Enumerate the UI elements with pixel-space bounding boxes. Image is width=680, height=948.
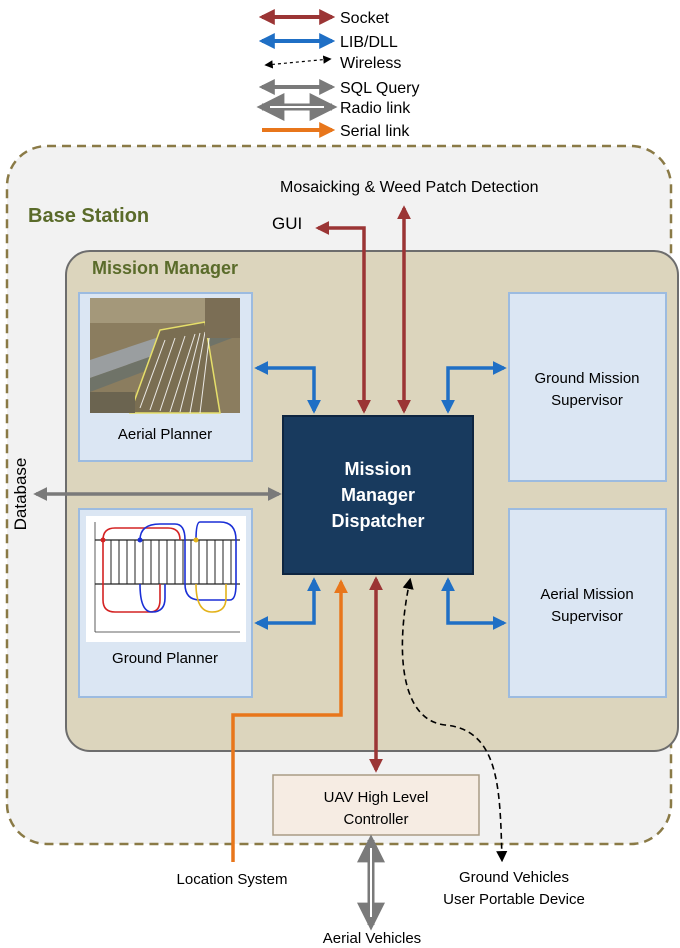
ground-planner-panel[interactable]: Ground Planner <box>78 508 253 698</box>
ground-planner-lib-arrow <box>254 577 321 630</box>
aerial-photo-image <box>90 298 240 414</box>
legend-serial-label: Serial link <box>340 123 410 140</box>
aerial-planner-lib-arrow <box>254 361 321 414</box>
aerial-mission-supervisor-panel[interactable]: Aerial Mission Supervisor <box>508 508 667 698</box>
ground-plan-image <box>86 516 246 642</box>
location-system-label: Location System <box>177 871 288 888</box>
location-serial-arrow <box>231 579 348 862</box>
database-label: Database <box>11 458 30 531</box>
ground-supervisor-lib-arrow <box>441 361 507 414</box>
legend-socket-label: Socket <box>340 10 389 27</box>
uav-controller-line2: Controller <box>343 811 408 828</box>
gui-socket-arrow <box>315 221 371 414</box>
mission-manager-dispatcher-box[interactable]: Mission Manager Dispatcher <box>282 415 474 575</box>
ground-vehicles-wireless-arrow <box>401 577 508 863</box>
aerial-planner-label: Aerial Planner <box>118 426 212 443</box>
user-portable-device-label: User Portable Device <box>443 891 585 908</box>
aerial-supervisor-line2: Supervisor <box>551 608 623 625</box>
dispatcher-line2: Manager <box>341 485 415 505</box>
legend-sql-label: SQL Query <box>340 80 419 97</box>
ground-planner-label: Ground Planner <box>112 650 218 667</box>
gui-label: GUI <box>272 214 302 233</box>
dispatcher-line1: Mission <box>344 459 411 479</box>
ground-vehicles-label: Ground Vehicles <box>459 869 569 886</box>
legend: Socket LIB/DLL Wireless SQL Query Radio … <box>256 9 419 140</box>
legend-radio-label: Radio link <box>340 100 411 117</box>
aerial-vehicles-label: Aerial Vehicles <box>323 930 421 947</box>
uav-high-level-controller-box[interactable]: UAV High Level Controller <box>272 774 480 836</box>
legend-wireless-arrow <box>264 55 332 69</box>
base-station-title: Base Station <box>28 205 149 227</box>
ground-mission-supervisor-panel[interactable]: Ground Mission Supervisor <box>508 292 667 482</box>
ground-supervisor-line2: Supervisor <box>551 392 623 409</box>
legend-wireless-label: Wireless <box>340 55 401 72</box>
aerial-planner-panel[interactable]: Aerial Planner <box>78 292 253 462</box>
mosaicking-label: Mosaicking & Weed Patch Detection <box>280 179 539 196</box>
dispatcher-line3: Dispatcher <box>331 511 424 531</box>
uav-controller-line1: UAV High Level <box>324 789 429 806</box>
aerial-supervisor-line1: Aerial Mission <box>540 586 633 603</box>
ground-supervisor-line1: Ground Mission <box>534 370 639 387</box>
legend-lib-label: LIB/DLL <box>340 34 398 51</box>
mission-manager-title: Mission Manager <box>92 258 238 278</box>
